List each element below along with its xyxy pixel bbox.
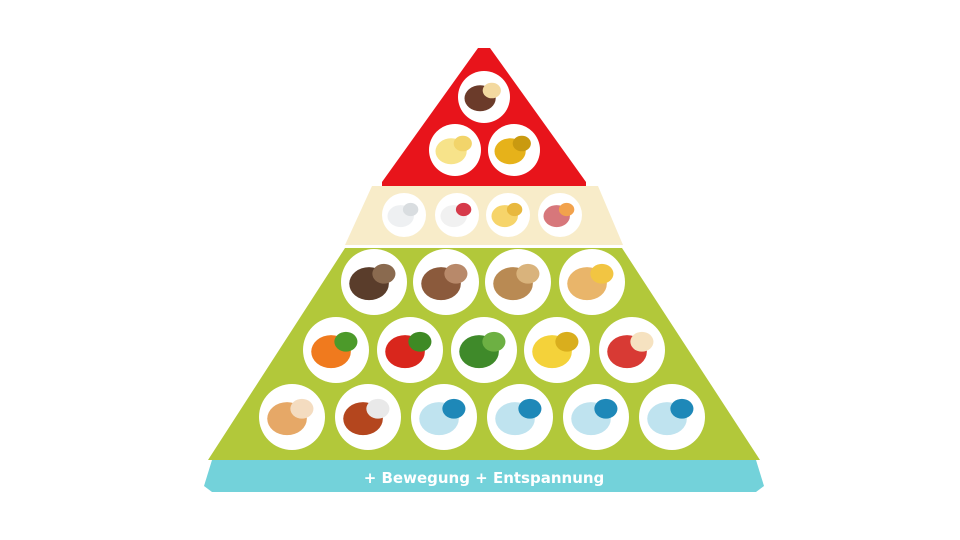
carrots-icon: [303, 317, 369, 383]
water-bottles-icon: [639, 384, 705, 450]
cheese-icon: [486, 193, 530, 237]
potatoes-pasta-icon: [559, 249, 625, 315]
water-bottles-icon: [487, 384, 553, 450]
iced-tea-icon: [259, 384, 325, 450]
sweets-chocolate-icon: [458, 71, 510, 123]
water-bottles-icon: [411, 384, 477, 450]
milk-glass-icon: [382, 193, 426, 237]
oil-bottle-icon: [488, 124, 540, 176]
yogurt-bowl-icon: [435, 193, 479, 237]
broccoli-icon: [451, 317, 517, 383]
dark-bread-icon: [341, 249, 407, 315]
meat-fish-egg-icon: [538, 193, 582, 237]
water-bottles-icon: [563, 384, 629, 450]
activity-band: [204, 460, 764, 492]
muesli-rolls-icon: [485, 249, 551, 315]
bananas-icon: [524, 317, 590, 383]
apples-icon: [599, 317, 665, 383]
footer-text: + Bewegung + Entspannung: [364, 469, 605, 487]
tomato-icon: [377, 317, 443, 383]
butter-icon: [429, 124, 481, 176]
tea-cup-icon: [335, 384, 401, 450]
wholegrain-bread-icon: [413, 249, 479, 315]
